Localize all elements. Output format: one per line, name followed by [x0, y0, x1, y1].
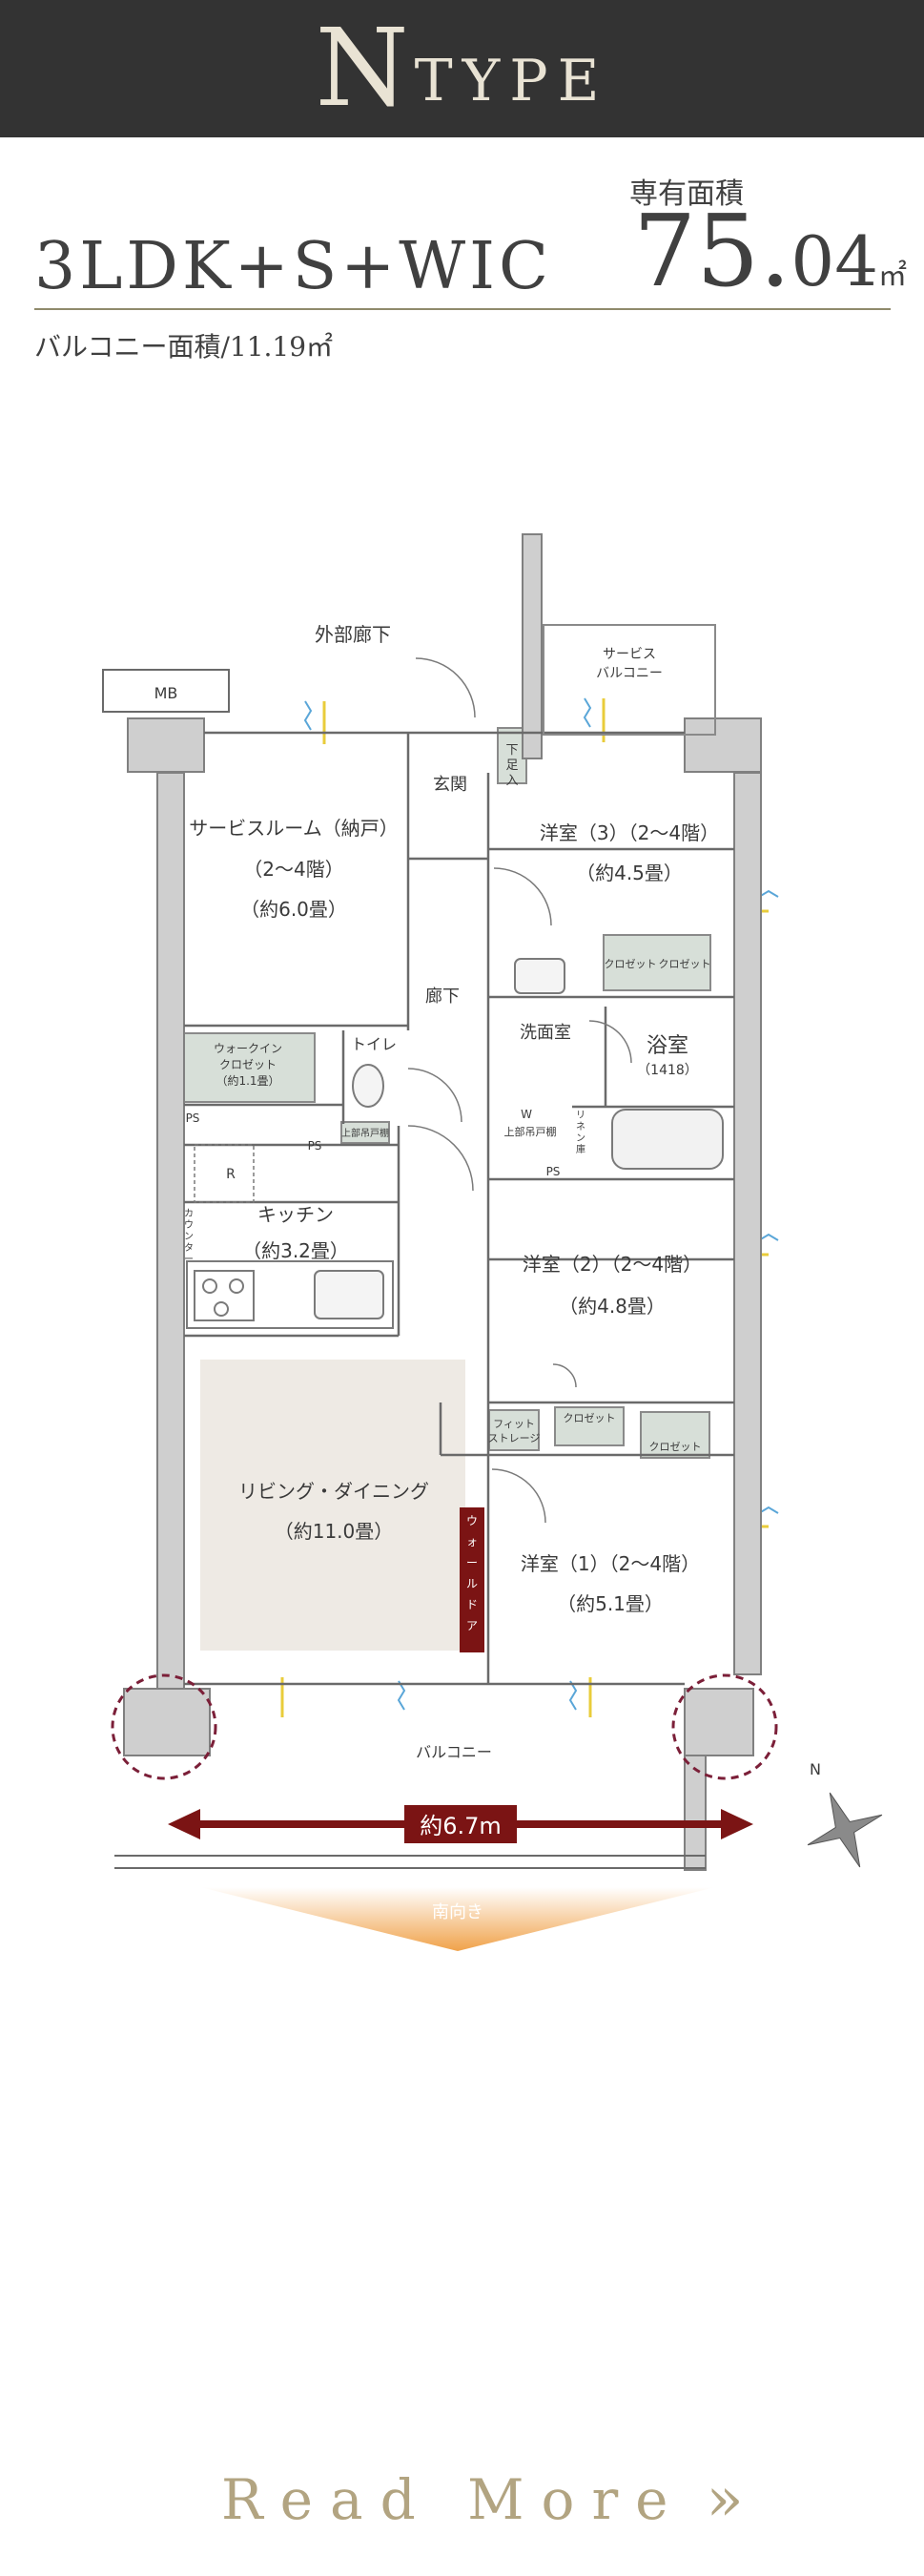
bath-size-label: （1418） — [637, 1063, 698, 1078]
counter-5: ー — [184, 1255, 194, 1265]
stove — [194, 1270, 255, 1321]
wic-line1: ウォークイン — [214, 1042, 282, 1055]
pillar-highlight-right — [671, 1673, 778, 1780]
wall-door-1: ウ — [466, 1514, 478, 1527]
service-balcony-line1: サービス — [603, 647, 656, 662]
kitchen-size: （約3.2畳） — [242, 1239, 349, 1262]
closet-c-label: クロゼット — [564, 1412, 616, 1424]
floor-plan: 外部廊下 MB サービス バルコニー 玄関 下 足 入 サービスルーム（納戸） … — [102, 533, 883, 1951]
closet-d-label: クロゼット — [649, 1441, 702, 1453]
western1-name: 洋室（1）（2〜4階） — [521, 1552, 700, 1575]
toilet-label: トイレ — [351, 1035, 397, 1053]
type-word: TYPE — [414, 48, 609, 114]
service-balcony-line2: バルコニー — [596, 666, 663, 681]
washroom-label: 洗面室 — [520, 1023, 571, 1043]
type-title: NTYPE — [0, 0, 924, 137]
ps-left: PS — [186, 1111, 200, 1125]
area-decimal: 04 — [791, 221, 879, 301]
storage-fills — [180, 727, 711, 1459]
bath-label: 浴室 — [647, 1034, 688, 1058]
door-swings — [407, 657, 632, 1524]
western2-size: （約4.8畳） — [559, 1295, 666, 1318]
pillar-highlight-left — [111, 1673, 217, 1780]
read-more-label: Read More — [221, 2467, 686, 2532]
wic-line3: （約1.1畳） — [216, 1073, 279, 1088]
fit-storage-1: フィット — [493, 1418, 535, 1430]
service-room-floors: （2〜4階） — [243, 858, 343, 881]
wash-w-label: W — [521, 1108, 532, 1121]
counter-3: ン — [184, 1232, 194, 1242]
western3-size: （約4.5畳） — [576, 862, 683, 884]
wall-door-3: ー — [466, 1556, 478, 1569]
double-chevron-right-icon: » — [706, 2464, 744, 2535]
wall-door-bar — [460, 1507, 484, 1652]
refrigerator-space — [194, 1144, 255, 1203]
ps-wash: PS — [546, 1165, 561, 1178]
balcony-label: バルコニー — [416, 1743, 492, 1761]
compass-n-label: N — [810, 1760, 821, 1778]
exclusive-area-value: 75.04㎡ — [633, 198, 907, 303]
hallway-label: 廊下 — [425, 987, 460, 1007]
compass-icon — [807, 1792, 883, 1868]
header-bar: NTYPE — [0, 0, 924, 137]
living-area-fill — [200, 1360, 465, 1651]
area-integer: 75. — [633, 193, 791, 309]
read-more-button[interactable]: Read More » — [221, 2457, 744, 2543]
area-unit: ㎡ — [878, 260, 908, 293]
shoe-cabinet-1: 下 — [505, 743, 518, 758]
plan-type: 3LDK+S+WIC — [34, 229, 553, 304]
wall-door-2: ォ — [466, 1535, 478, 1548]
shoe-cabinet-3: 入 — [505, 774, 518, 788]
shoe-cabinet-2: 足 — [505, 758, 518, 773]
wash-upper-cabinet: 上部吊戸棚 — [504, 1125, 557, 1138]
width-label: 約6.7m — [420, 1813, 502, 1839]
kitchen-label: キッチン — [257, 1203, 334, 1226]
closet-b-label: クロゼット — [659, 958, 711, 970]
washbasin — [514, 958, 565, 994]
exclusive-area-label: 専有面積 — [629, 177, 744, 211]
linen-3: ン — [576, 1133, 585, 1144]
wall-door-4: ル — [466, 1577, 478, 1590]
western1-size: （約5.1畳） — [557, 1592, 664, 1615]
interior-walls — [184, 731, 734, 1686]
counter-1: カ — [184, 1208, 194, 1219]
divider — [34, 308, 891, 310]
kitchen-sink — [314, 1270, 384, 1319]
counter-4: タ — [184, 1242, 194, 1254]
wic-line2: クロゼット — [219, 1058, 277, 1071]
width-dimension — [168, 1805, 753, 1843]
toilet-upper-cabinet: 上部吊戸棚 — [341, 1127, 389, 1139]
western2-name: 洋室（2）（2〜4階） — [523, 1253, 702, 1276]
walls — [123, 533, 762, 1871]
ps-middle: PS — [308, 1139, 322, 1153]
balcony-area: バルコニー面積/11.19㎡ — [34, 331, 334, 363]
linen-2: ネ — [576, 1121, 585, 1132]
service-balcony-outline — [543, 624, 716, 736]
bathtub — [611, 1109, 724, 1170]
closet-a-label: クロゼット — [605, 958, 657, 970]
wall-door-5: ド — [466, 1598, 478, 1611]
type-letter: N — [315, 7, 415, 131]
counter-2: ウ — [184, 1219, 194, 1231]
window-markers — [303, 697, 779, 1711]
service-room-name: サービスルーム（納戸） — [189, 817, 398, 840]
western3-name: 洋室（3）（2〜4階） — [540, 821, 719, 844]
refrigerator-label: R — [226, 1167, 236, 1182]
linen-1: リ — [576, 1111, 585, 1121]
wall-door-6: ア — [466, 1619, 478, 1632]
service-room-size: （約6.0畳） — [240, 898, 347, 921]
living-size: （約11.0畳） — [275, 1520, 394, 1543]
linen-4: 庫 — [576, 1143, 585, 1155]
mb-box — [102, 669, 230, 713]
toilet-bowl — [352, 1064, 384, 1108]
entrance-label: 玄関 — [433, 775, 467, 795]
mb-label: MB — [154, 684, 178, 702]
outer-corridor-label: 外部廊下 — [315, 623, 391, 646]
living-label: リビング・ダイニング — [238, 1480, 429, 1503]
south-arrow — [200, 1887, 715, 1951]
south-label: 南向き — [432, 1902, 483, 1922]
fit-storage-2: ストレージ — [488, 1432, 541, 1444]
kitchen-counter — [186, 1260, 394, 1329]
